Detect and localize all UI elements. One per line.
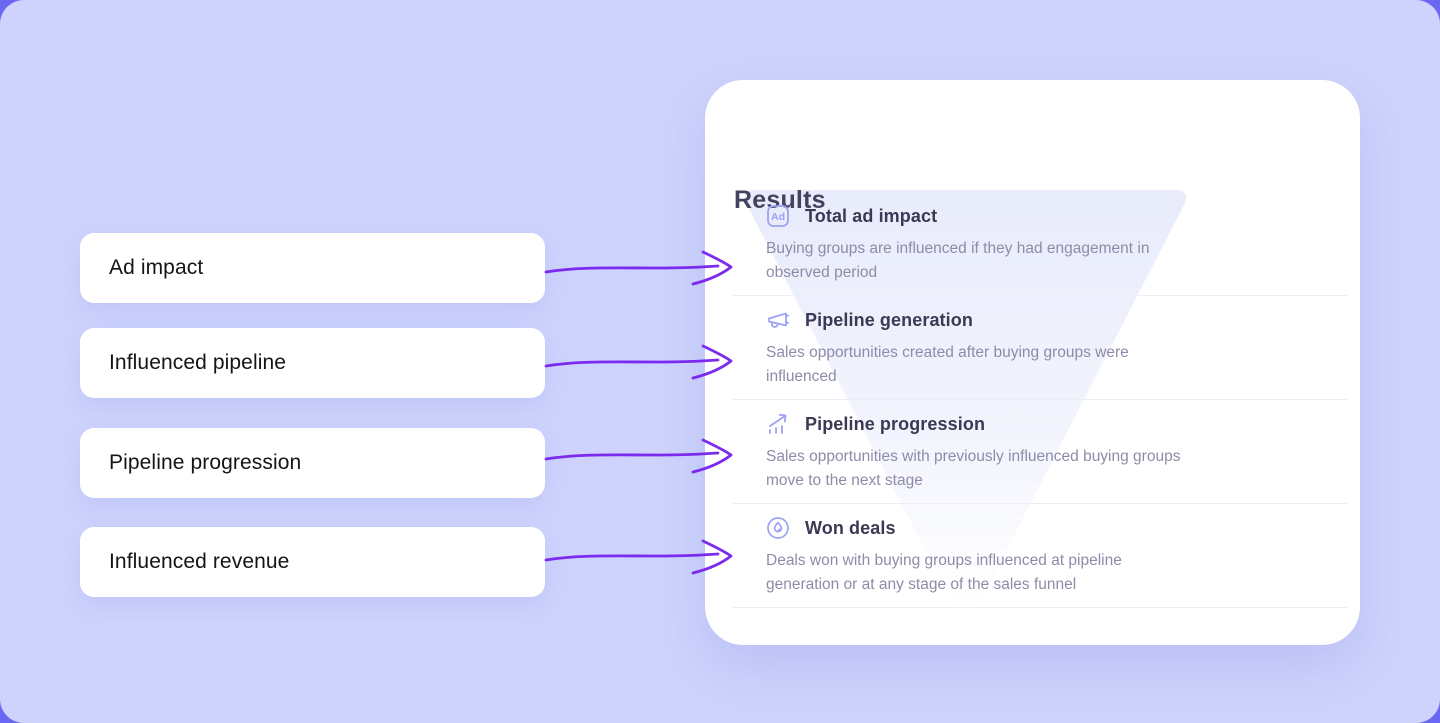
- flow-label-influenced-pipeline: Influenced pipeline: [80, 328, 545, 398]
- result-item-title: Pipeline generation: [805, 309, 973, 330]
- result-item-title: Total ad impact: [805, 205, 938, 226]
- flow-label-text: Influenced pipeline: [109, 351, 287, 374]
- result-item-title: Won deals: [805, 517, 896, 538]
- growth-chart-icon: [766, 412, 790, 436]
- arrow-pipeline-progression: [544, 438, 733, 474]
- result-item-description: Deals won with buying groups influenced …: [766, 552, 1122, 593]
- result-item-total-ad-impact: Ad Total ad impact Buying groups are inf…: [733, 192, 1347, 296]
- result-item-won-deals: Won deals Deals won with buying groups i…: [733, 504, 1347, 608]
- flow-label-ad-impact: Ad impact: [80, 233, 545, 303]
- arrow-influenced-revenue: [544, 539, 733, 575]
- flow-label-text: Influenced revenue: [109, 550, 290, 573]
- result-item-pipeline-progression: Pipeline progression Sales opportunities…: [733, 400, 1347, 504]
- result-item-description: Sales opportunities created after buying…: [766, 344, 1129, 385]
- results-card: Results Ad Total ad impact Buying groups…: [705, 80, 1360, 645]
- flow-label-influenced-revenue: Influenced revenue: [80, 527, 545, 597]
- arrow-influenced-pipeline: [544, 344, 733, 380]
- result-item-pipeline-generation: Pipeline generation Sales opportunities …: [733, 296, 1347, 400]
- results-list: Ad Total ad impact Buying groups are inf…: [733, 192, 1347, 608]
- arrow-ad-impact: [544, 250, 733, 286]
- result-item-description: Buying groups are influenced if they had…: [766, 240, 1150, 281]
- ad-badge-icon: Ad: [766, 204, 790, 228]
- result-item-description: Sales opportunities with previously infl…: [766, 448, 1181, 489]
- flow-label-text: Ad impact: [109, 256, 204, 279]
- flow-label-text: Pipeline progression: [109, 451, 302, 474]
- flow-label-pipeline-progression: Pipeline progression: [80, 428, 545, 498]
- flame-circle-icon: [766, 516, 790, 540]
- megaphone-icon: [766, 308, 790, 332]
- result-item-title: Pipeline progression: [805, 413, 986, 434]
- svg-text:Ad: Ad: [771, 211, 785, 223]
